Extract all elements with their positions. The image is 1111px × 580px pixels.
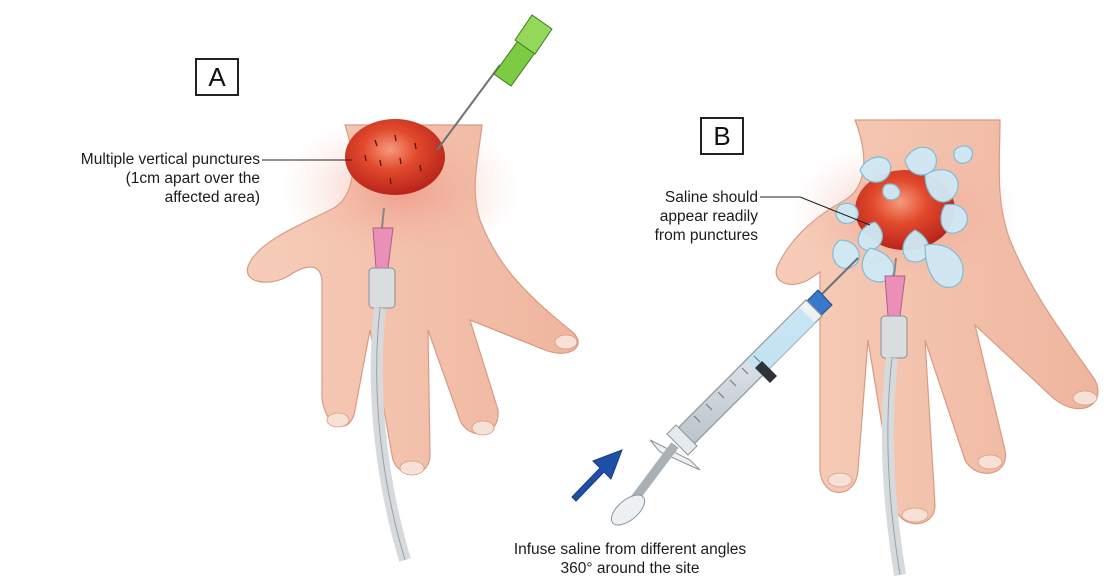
caption: Infuse saline from different angles 360°…	[470, 540, 790, 578]
caption-line-2: 360° around the site	[470, 559, 790, 578]
callout-a-line-1: Multiple vertical punctures	[8, 150, 260, 169]
caption-line-1: Infuse saline from different angles	[470, 540, 790, 559]
callout-b: Saline should appear readily from punctu…	[620, 188, 758, 245]
callout-a-line-3: affected area)	[8, 188, 260, 207]
up-arrow-icon	[572, 450, 622, 501]
callout-a-line-2: (1cm apart over the	[8, 169, 260, 188]
panel-label-a: A	[195, 58, 239, 96]
callout-b-line-1: Saline should	[620, 188, 758, 207]
callout-b-line-3: from punctures	[620, 226, 758, 245]
callout-b-line-2: appear readily	[620, 207, 758, 226]
wound-a	[345, 119, 445, 195]
panel-label-b: B	[700, 117, 744, 155]
callout-a: Multiple vertical punctures (1cm apart o…	[8, 150, 260, 207]
